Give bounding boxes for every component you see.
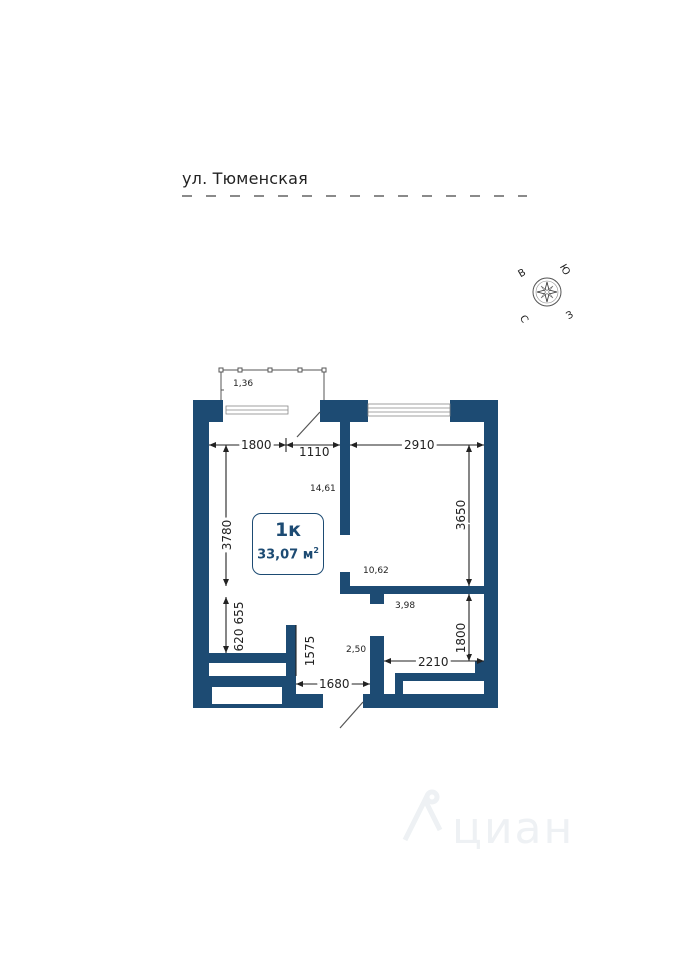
- doors: [296, 411, 364, 729]
- dim-1575: 1575: [303, 636, 317, 667]
- dim-3780: 3780: [220, 520, 234, 551]
- compass-icon: [532, 277, 562, 307]
- dim-620: 620: [232, 629, 246, 652]
- compass-label-north: С: [517, 314, 530, 326]
- watermark-text: циан: [452, 803, 575, 854]
- area-bathroom: 3,98: [395, 601, 415, 611]
- dim-2910: 2910: [404, 438, 435, 452]
- compass-label-east: В: [517, 267, 529, 280]
- dim-1680: 1680: [319, 677, 350, 691]
- area-kitchen-living: 14,61: [310, 484, 336, 494]
- dim-3650: 3650: [454, 500, 468, 531]
- total-area: 33,07 м2: [257, 546, 319, 563]
- dim-655: 655: [232, 602, 246, 625]
- area-hall: 2,50: [346, 645, 366, 655]
- compass-label-south: Ю: [557, 263, 572, 278]
- dimension-lines: [209, 438, 484, 685]
- balcony: [218, 367, 327, 402]
- room-count: 1к: [274, 519, 302, 541]
- area-balcony: 1,36: [233, 379, 253, 389]
- dimension-arrows: [209, 442, 484, 687]
- apartment-badge: 1к 33,07 м2: [252, 513, 324, 575]
- watermark-logo-icon: [402, 789, 443, 842]
- compass-label-west: З: [565, 309, 576, 322]
- area-bedroom: 10,62: [363, 566, 389, 576]
- street-label: ул. Тюменская: [182, 169, 308, 188]
- fixtures: [212, 663, 483, 704]
- dim-1110: 1110: [299, 445, 330, 459]
- walls: [193, 400, 498, 708]
- windows: [225, 403, 451, 417]
- dim-1800-top: 1800: [241, 438, 272, 452]
- dim-1800-right: 1800: [454, 623, 468, 654]
- dim-2210: 2210: [418, 655, 449, 669]
